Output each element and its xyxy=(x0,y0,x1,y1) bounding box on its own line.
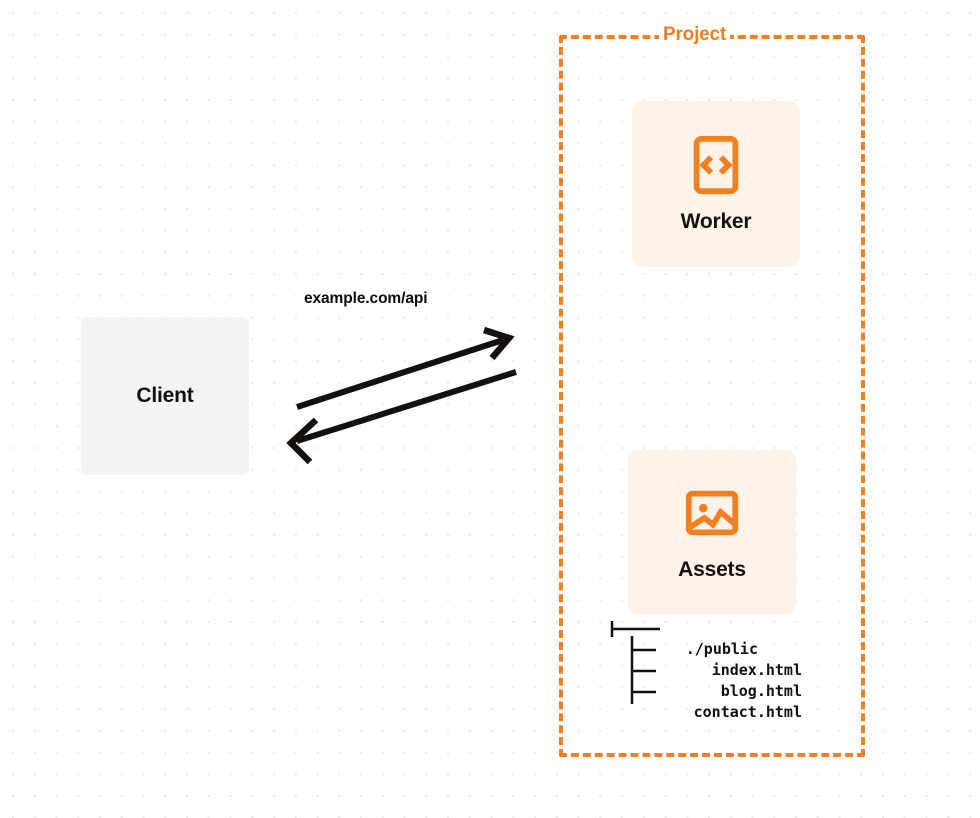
assets-label: Assets xyxy=(678,558,746,581)
tree-root-label: ./public xyxy=(685,640,758,658)
client-node[interactable]: Client xyxy=(81,317,249,475)
tree-row: contact.html xyxy=(604,681,804,721)
project-title: Project xyxy=(659,22,731,48)
worker-label: Worker xyxy=(680,210,752,233)
image-icon xyxy=(685,490,739,536)
tree-row: blog.html xyxy=(604,660,804,700)
tree-row: ./public xyxy=(604,618,804,658)
tree-file-label: contact.html xyxy=(693,703,802,721)
tree-file-label: index.html xyxy=(711,661,802,679)
client-label: Client xyxy=(136,384,194,407)
worker-node[interactable]: Worker xyxy=(632,101,800,267)
assets-node[interactable]: Assets xyxy=(628,450,796,614)
code-brackets-icon xyxy=(693,135,739,195)
tree-file-label: blog.html xyxy=(720,682,802,700)
response-arrow-icon xyxy=(286,369,517,465)
request-arrow-icon xyxy=(296,326,515,410)
tree-branch-icon xyxy=(610,621,660,704)
file-tree: ./public index.html blog.html contact.ht… xyxy=(604,618,804,721)
connection-label: example.com/api xyxy=(304,290,428,307)
tree-row: index.html xyxy=(604,639,804,679)
